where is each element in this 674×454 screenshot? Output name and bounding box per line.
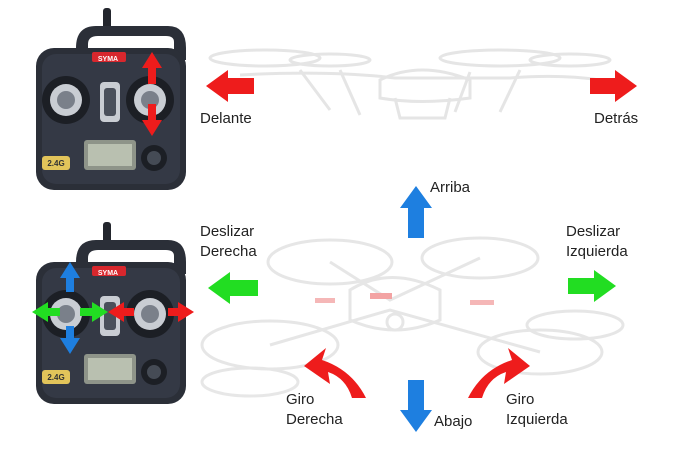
- up-label: Arriba: [430, 179, 471, 196]
- controller-brand-text: SYMA: [98, 270, 118, 277]
- controller-badge-text: 2.4G: [47, 159, 64, 168]
- right-stick-roll-arrows: [108, 302, 194, 322]
- turn-right-label: Giro Derecha: [286, 391, 343, 428]
- right-stick-pitch-arrows: [142, 52, 162, 136]
- turn-left-label: Giro Izquierda: [506, 391, 568, 428]
- up-arrow: [400, 186, 432, 238]
- down-label: Abajo: [434, 413, 473, 430]
- backward-label: Detrás: [594, 110, 639, 127]
- backward-arrow: [590, 70, 637, 102]
- controller-badge-text: 2.4G: [47, 373, 64, 382]
- turn-right-arrow: [304, 348, 366, 398]
- left-stick-yaw-arrows: [32, 302, 108, 322]
- slide-right-label: Deslizar Derecha: [200, 223, 257, 260]
- down-arrow: [400, 380, 432, 432]
- forward-arrow: [206, 70, 254, 102]
- drone-side-view: [208, 48, 612, 120]
- slide-left-arrow: [568, 270, 616, 302]
- slide-right-arrow: [208, 272, 258, 304]
- controller-brand-text: SYMA: [98, 56, 118, 63]
- slide-left-label: Deslizar Izquierda: [566, 223, 628, 260]
- drone-perspective-view: [200, 236, 625, 398]
- forward-label: Delante: [200, 110, 252, 127]
- turn-left-arrow: [468, 348, 530, 398]
- left-stick-throttle-arrows: [60, 262, 80, 354]
